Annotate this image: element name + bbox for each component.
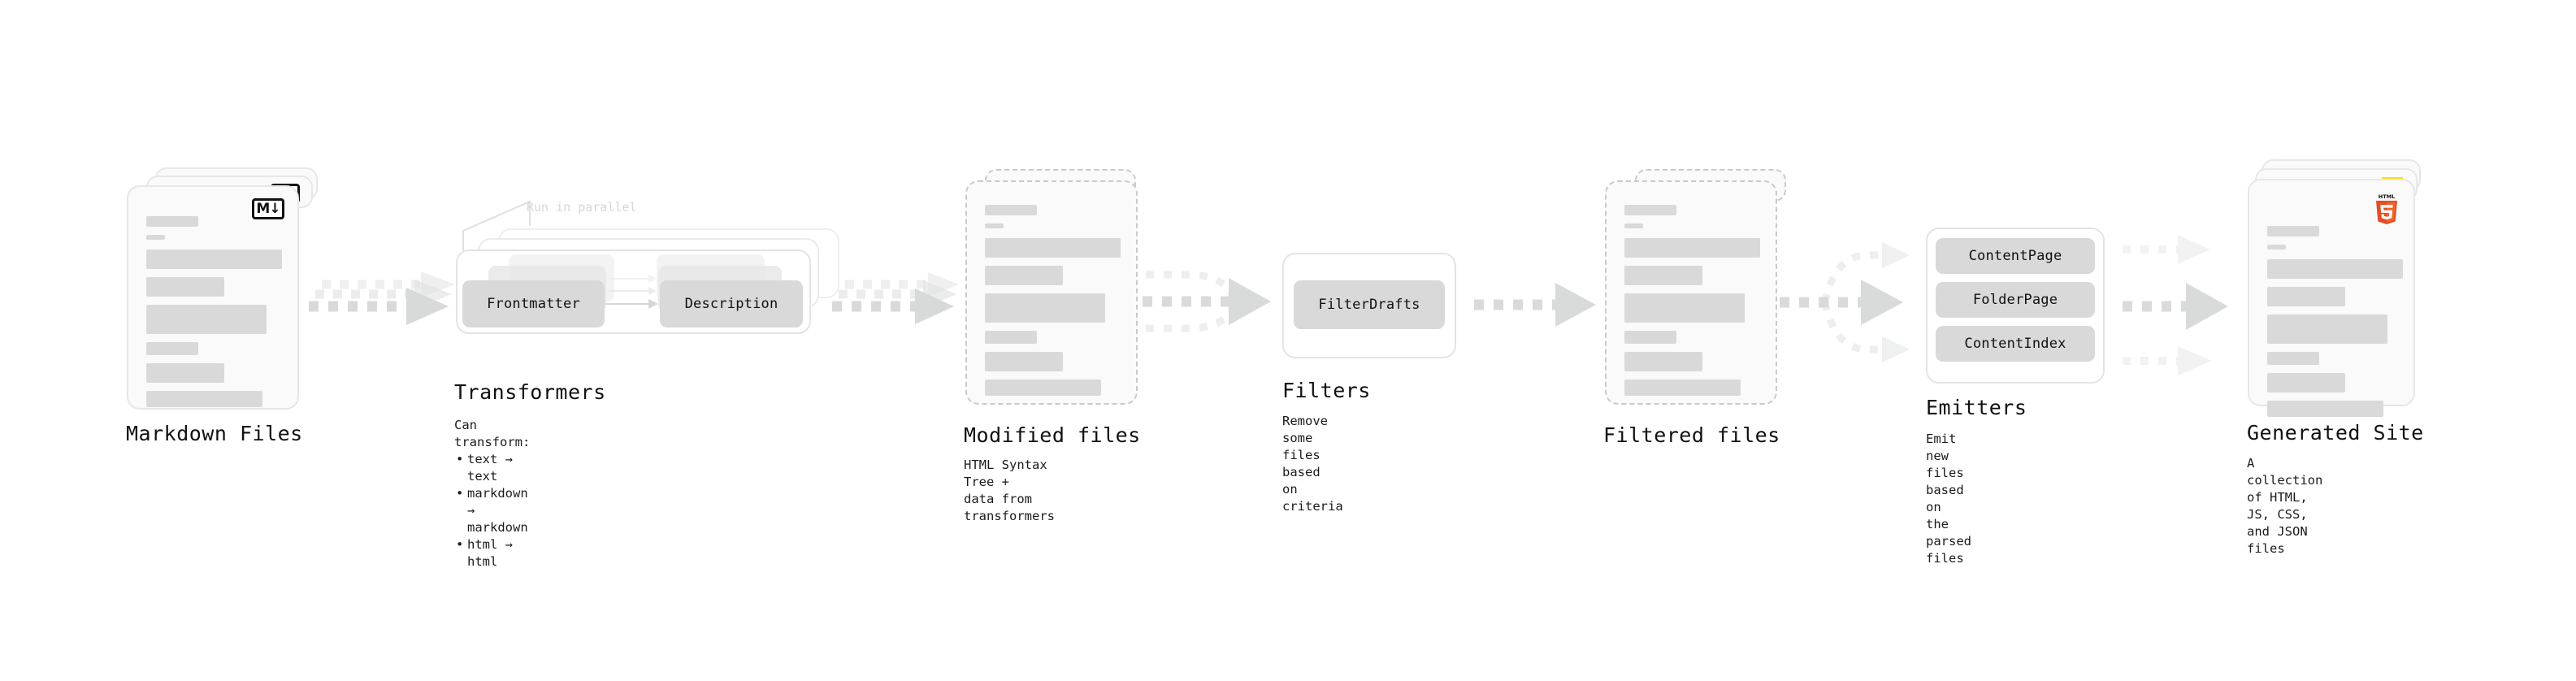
arrow-markdown-to-transformers [309, 271, 455, 325]
arrow-filters-to-filtered [1474, 283, 1596, 327]
markdown-badge: M↓ [252, 198, 284, 219]
transformer-internal-arrows [605, 275, 658, 309]
stage-desc-filters: Remove some files based on criteria [1282, 414, 1343, 514]
stage-desc-emitters: Emit new files based on the parsed files [1926, 432, 1971, 566]
skeleton-bar [2267, 401, 2383, 417]
skeleton-bar [2267, 259, 2403, 279]
chip-frontmatter[interactable]: Frontmatter [462, 280, 605, 327]
skeleton-bar [985, 205, 1037, 215]
stage-title-markdown-files: Markdown Files [126, 422, 303, 445]
skeleton-bar [146, 249, 282, 269]
skeleton-bar [146, 363, 224, 383]
html5-badge: HTML [2373, 192, 2400, 224]
arrow-transformers-to-modified [832, 272, 959, 324]
svg-text:HTML: HTML [2379, 193, 2395, 200]
chip-description[interactable]: Description [660, 280, 803, 327]
skeleton-bar [2267, 314, 2387, 344]
skeleton-bar [146, 342, 198, 355]
skeleton-bar [146, 391, 262, 407]
skeleton-bar [146, 305, 267, 334]
skeleton-bar [1624, 266, 1702, 285]
skeleton-bar [1624, 293, 1745, 323]
skeleton-bar [1624, 223, 1643, 228]
skeleton-bar [985, 352, 1063, 371]
chip-filterdrafts[interactable]: FilterDrafts [1294, 280, 1445, 329]
site-file-card: HTML [2248, 179, 2415, 417]
skeleton-bar [985, 223, 1004, 228]
list-item: markdown → markdown [456, 485, 530, 536]
stage-title-modified-files: Modified files [964, 423, 1141, 447]
stage-desc-modified-files: HTML Syntax Tree + data from transformer… [964, 458, 1055, 523]
filtered-file-card [1605, 180, 1777, 405]
skeleton-bar [146, 277, 224, 297]
skeleton-bar [1624, 380, 1741, 396]
run-in-parallel-bracket [462, 200, 531, 267]
arrow-filtered-to-emitters-fan-out [1780, 242, 1910, 362]
skeleton-bar [146, 216, 198, 227]
skeleton-bar [985, 238, 1121, 258]
capabilities-lead: Can transform: [454, 418, 531, 449]
skeleton-bar [985, 331, 1037, 344]
skeleton-bar [1624, 331, 1676, 344]
file-skeleton [2267, 226, 2403, 425]
skeleton-bar [2267, 287, 2345, 306]
stage-title-generated-site: Generated Site [2247, 421, 2424, 445]
arrow-emitters-to-site [2123, 235, 2228, 375]
chip-contentpage[interactable]: ContentPage [1936, 238, 2095, 274]
skeleton-bar [985, 380, 1101, 396]
stage-title-filters: Filters [1282, 379, 1371, 402]
skeleton-bar [2267, 245, 2286, 249]
skeleton-bar [1624, 352, 1702, 371]
transformers-capabilities: Can transform: text → text markdown → ma… [454, 417, 530, 570]
skeleton-bar [2267, 352, 2319, 365]
html5-icon: HTML [2376, 193, 2397, 224]
stage-desc-generated-site: A collection of HTML, JS, CSS, and JSON … [2247, 456, 2323, 556]
skeleton-bar [985, 266, 1063, 285]
stage-title-filtered-files: Filtered files [1603, 423, 1780, 447]
skeleton-bar [2267, 373, 2345, 393]
file-skeleton [985, 205, 1121, 404]
capabilities-list: text → text markdown → markdown html → h… [454, 451, 530, 570]
list-item: html → html [456, 536, 530, 570]
chip-contentindex[interactable]: ContentIndex [1936, 326, 2095, 362]
skeleton-bar [146, 235, 165, 240]
list-item: text → text [456, 451, 530, 485]
stage-title-transformers: Transformers [454, 380, 606, 404]
arrow-modified-to-filters-fan-in [1143, 271, 1271, 332]
markdown-icon: M↓ [252, 198, 284, 219]
run-in-parallel-label: Run in parallel [527, 200, 637, 215]
stage-title-emitters: Emitters [1926, 396, 2027, 419]
chip-folderpage[interactable]: FolderPage [1936, 282, 2095, 318]
skeleton-bar [2267, 226, 2319, 236]
modified-file-card [965, 180, 1138, 405]
skeleton-bar [1624, 238, 1760, 258]
file-skeleton [146, 216, 282, 415]
skeleton-bar [985, 293, 1105, 323]
file-skeleton [1624, 205, 1760, 404]
markdown-file-card: M↓ [127, 185, 299, 410]
skeleton-bar [1624, 205, 1676, 215]
